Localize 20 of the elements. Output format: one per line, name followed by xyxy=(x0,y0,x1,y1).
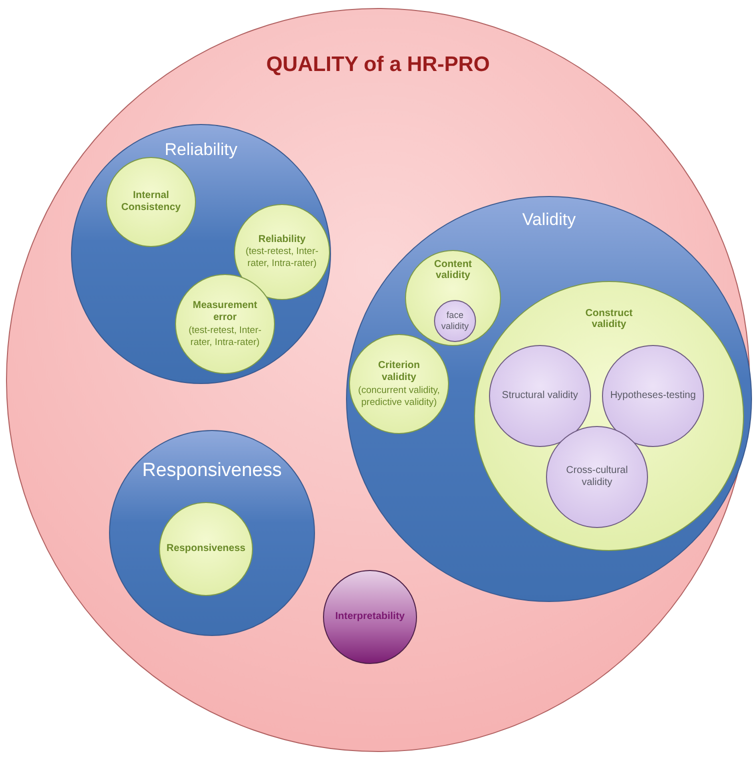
circle-label: Criterion validity xyxy=(377,360,421,385)
circle-note: (concurrent validity, predictive validity) xyxy=(357,384,441,408)
circle-label: face validity xyxy=(440,310,470,332)
group-title: Reliability xyxy=(164,140,238,160)
group-title: Construct validity xyxy=(584,308,634,330)
circle-label: Responsiveness xyxy=(166,542,246,556)
circle-label: Reliability xyxy=(258,234,306,246)
circle-label: Hypotheses-testing xyxy=(610,390,696,402)
circle-note: (test-retest, Inter-rater, Intra-rater) xyxy=(244,246,320,270)
group-title: Validity xyxy=(522,210,576,230)
circle-label: Internal Consistency xyxy=(120,190,182,214)
group-title: Responsiveness xyxy=(142,460,282,482)
circle-label: Cross-cultural validity xyxy=(565,464,629,490)
group-title: QUALITY of a HR-PRO xyxy=(266,53,490,77)
circle-label: Structural validity xyxy=(502,390,578,402)
circle-label: Measurement error xyxy=(192,300,258,325)
circle-label: Interpretability xyxy=(335,610,405,624)
group-title: Content validity xyxy=(433,259,473,281)
circle-note: (test-retest, Inter-rater, Intra-rater) xyxy=(188,324,262,348)
aspect-circle xyxy=(434,300,476,342)
